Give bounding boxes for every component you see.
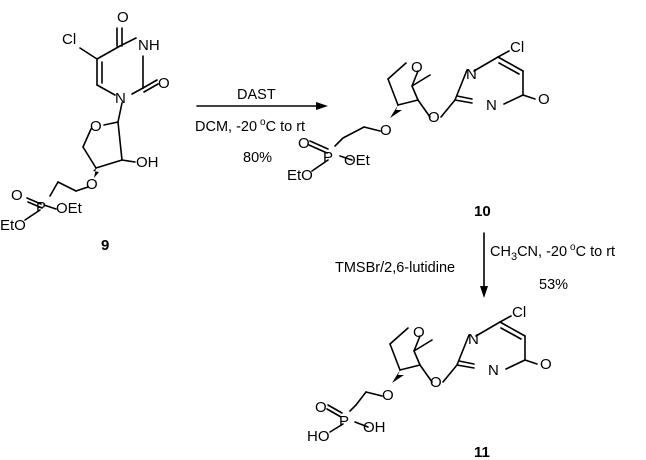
n-ring: N (468, 331, 479, 348)
hydroxyl-left: HO (307, 428, 330, 445)
o-carbonyl-top: O (117, 9, 129, 26)
conditions-2-degree: o (570, 242, 576, 253)
n-ring: N (466, 66, 477, 83)
conditions-1-solvent: DCM, -20 (195, 119, 257, 135)
conditions-2-sub: 3 (511, 251, 517, 263)
phosphorus: P (36, 199, 46, 216)
conditions-1-degree: o (260, 117, 266, 128)
oet: OEt (344, 152, 371, 169)
arrowhead-1 (316, 102, 328, 110)
hydroxyl: OH (136, 154, 159, 171)
o-carbonyl: O (538, 91, 550, 108)
o-sugar-ring: O (413, 324, 425, 341)
o-carbonyl: O (540, 356, 552, 373)
phosphorus: P (323, 149, 333, 166)
o-oxazoline: O (428, 109, 440, 126)
compound-10: O N Cl O N O O P O OEt EtO 10 (287, 39, 550, 220)
compound-11: O N Cl O N O O P O OH HO 11 (307, 304, 552, 460)
n-imine: N (486, 97, 497, 114)
nh: NH (138, 37, 160, 54)
conditions-2-rest: C to rt (576, 244, 615, 260)
yield-2: 53% (539, 277, 568, 293)
chlorine: Cl (510, 39, 524, 56)
o-ether: O (86, 176, 98, 193)
eto: EtO (0, 217, 26, 234)
oet: OEt (56, 200, 83, 217)
compound-9: O Cl NH N O O OH O P O OEt EtO 9 (0, 9, 170, 254)
compound-label-9: 9 (101, 237, 109, 254)
phosphorus: P (339, 413, 349, 430)
hydroxyl-right: OH (363, 419, 386, 436)
o-carbonyl-right: O (158, 75, 170, 92)
conditions-2-mid: CN, -20 (517, 244, 567, 260)
conditions-2-pre: CH (490, 244, 511, 260)
n-ring: N (115, 90, 126, 107)
chlorine: Cl (62, 31, 76, 48)
n-imine: N (488, 362, 499, 379)
compound-label-11: 11 (474, 444, 490, 460)
reagent-2: TMSBr/2,6-lutidine (335, 260, 455, 276)
chlorine: Cl (512, 304, 526, 321)
o-sugar-ring: O (90, 118, 102, 135)
o-oxazoline: O (430, 374, 442, 391)
yield-1: 80% (243, 150, 272, 166)
conditions-1-rest: C to rt (266, 119, 305, 135)
arrowhead-2 (480, 286, 488, 298)
compound-label-10: 10 (474, 203, 491, 220)
o-sugar-ring: O (411, 59, 423, 76)
o-double: O (315, 399, 327, 416)
eto: EtO (287, 167, 313, 184)
o-double: O (298, 135, 310, 152)
o-ether: O (380, 122, 392, 139)
reagent-1: DAST (237, 87, 276, 103)
o-double: O (11, 187, 23, 204)
o-ether: O (382, 387, 394, 404)
